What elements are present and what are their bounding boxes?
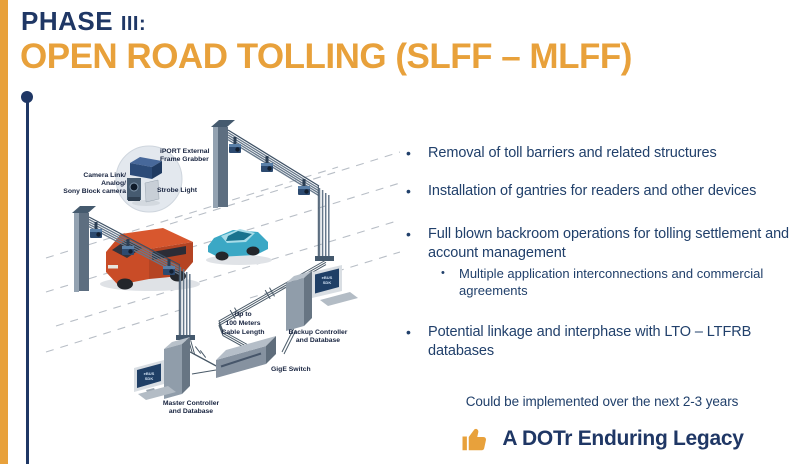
bullet-glyph: • xyxy=(406,226,411,242)
cable-length-label: 100 Meters xyxy=(225,320,260,327)
list-item: • Potential linkage and interphase with … xyxy=(406,323,798,361)
left-accent-bar xyxy=(0,0,8,464)
tolling-system-diagram: eBUS SDK eBUS SDK iPORT External Frame G… xyxy=(45,120,400,415)
sub-bullet-text: Multiple application interconnections an… xyxy=(459,266,764,298)
backup-label: Backup Controller xyxy=(289,329,348,336)
phase-number: III: xyxy=(120,13,147,35)
list-item: • Removal of toll barriers and related s… xyxy=(406,144,798,163)
diagram-labels: iPORT External Frame Grabber Camera Link… xyxy=(63,148,348,415)
strobe-label: Strobe Light xyxy=(157,187,198,194)
legacy-row: A DOTr Enduring Legacy xyxy=(406,424,798,454)
gantry-camera-icon xyxy=(229,137,241,153)
camera-callout xyxy=(115,145,183,213)
list-item: • Full blown backroom operations for tol… xyxy=(406,225,798,263)
phase-word: PHASE xyxy=(21,6,114,36)
cable-length-label: Cable Length xyxy=(221,329,264,336)
bullet-text: Installation of gantries for readers and… xyxy=(428,183,757,199)
thumbs-up-icon xyxy=(462,428,487,451)
gantry-camera-icon xyxy=(261,156,273,172)
gige-switch-label: GigE Switch xyxy=(271,366,311,373)
page-title: OPEN ROAD TOLLING (SLFF – MLFF) xyxy=(20,37,632,76)
list-item: • Installation of gantries for readers a… xyxy=(406,182,798,201)
legacy-tagline: A DOTr Enduring Legacy xyxy=(502,427,744,450)
bullet-text: Potential linkage and interphase with LT… xyxy=(428,324,752,359)
phase-label: PHASE III: xyxy=(21,6,146,37)
gantry-camera-icon xyxy=(298,179,310,195)
backup-controller: eBUS SDK xyxy=(286,265,358,331)
rear-gantry xyxy=(211,120,334,261)
teal-car xyxy=(206,229,272,265)
screen-label: SDK xyxy=(323,280,332,285)
bullet-glyph: • xyxy=(441,267,445,279)
screen-label: eBUS xyxy=(322,275,333,280)
camera-label: Sony Block camera xyxy=(63,188,126,195)
bullet-text: Removal of toll barriers and related str… xyxy=(428,145,717,161)
cable-length-label: Up to xyxy=(234,311,251,318)
implementation-note: Could be implemented over the next 2-3 y… xyxy=(465,394,739,409)
bullet-glyph: • xyxy=(406,183,411,199)
bullet-list: • Removal of toll barriers and related s… xyxy=(406,144,798,454)
cable-runs xyxy=(185,259,327,375)
master-controller: eBUS SDK xyxy=(134,337,190,400)
iport-label: Frame Grabber xyxy=(160,156,209,163)
timeline-line xyxy=(26,97,29,464)
screen-label: SDK xyxy=(145,376,154,381)
backup-label: and Database xyxy=(296,337,340,344)
screen-label: eBUS xyxy=(144,371,155,376)
bullet-glyph: • xyxy=(406,324,411,340)
front-gantry xyxy=(72,206,195,340)
camera-label: Analog/ xyxy=(101,180,126,187)
gantry-camera-icon xyxy=(90,222,102,238)
master-label: and Database xyxy=(169,408,213,415)
gantry-camera-icon xyxy=(163,259,175,275)
gantry-camera-icon xyxy=(122,239,134,255)
iport-label: iPORT External xyxy=(160,148,210,155)
bullet-glyph: • xyxy=(406,145,411,161)
sub-list-item: • Multiple application interconnections … xyxy=(441,265,798,299)
bullet-text: Full blown backroom operations for tolli… xyxy=(428,226,790,261)
master-label: Master Controller xyxy=(163,400,220,407)
gige-switch xyxy=(216,336,276,378)
camera-label: Camera Link/ xyxy=(83,172,126,179)
